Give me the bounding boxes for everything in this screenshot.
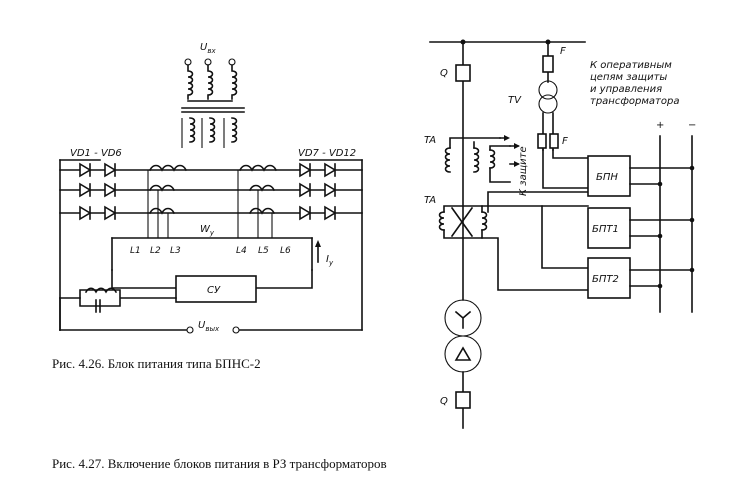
note-line-2: цепям защиты	[590, 72, 667, 83]
transformer-secondary-winding	[189, 117, 196, 143]
diode-right-row-3	[299, 205, 337, 221]
input-voltage-label: Uвх	[200, 42, 216, 55]
plus-label: +	[656, 120, 664, 131]
block-outputs	[629, 167, 693, 287]
inductor-l4	[238, 164, 278, 172]
note-line-1: К оперативным	[590, 60, 672, 71]
inductor-l3	[148, 207, 176, 215]
vt-winding-1	[538, 80, 558, 100]
filter-capacitor	[95, 299, 101, 313]
ct-2-winding	[438, 211, 445, 231]
diode-right-row-1	[299, 162, 337, 178]
su-label: СУ	[207, 285, 221, 296]
transformer-core	[181, 107, 245, 113]
inductor-l2	[148, 184, 176, 192]
breaker-q-bottom	[455, 391, 471, 409]
l4-label: L4	[236, 246, 247, 256]
note-line-4: трансформатора	[590, 96, 679, 107]
fuse-f1	[542, 55, 554, 73]
inductor-leads	[147, 170, 273, 238]
vt-to-bpn	[542, 149, 589, 189]
filter-inductor	[84, 287, 118, 294]
power-transformer-lv	[444, 335, 482, 373]
output-voltage-label: Uвых	[198, 320, 220, 333]
iy-label: Iy	[326, 254, 334, 267]
transformer-secondary-winding	[209, 117, 216, 143]
l2-label: L2	[150, 246, 161, 256]
transformer-secondary-winding	[231, 117, 238, 143]
ct-1-winding-b	[473, 147, 480, 173]
ct-2-winding-b	[481, 211, 488, 231]
ct-2-cross	[450, 206, 474, 238]
arrow-heads	[504, 135, 520, 167]
filter-loop	[79, 289, 177, 307]
ta2-label: TA	[424, 195, 436, 206]
transformer-primary-winding	[207, 64, 214, 100]
vt-winding-2	[538, 94, 558, 114]
diode-group-right-label: VD7 - VD12	[298, 148, 356, 159]
block-bpt2	[587, 257, 631, 299]
input-terminal	[184, 58, 192, 66]
input-terminal	[228, 58, 236, 66]
transformer-primary-winding	[231, 64, 238, 100]
control-winding-sides	[111, 237, 313, 271]
inductor-l1	[148, 164, 188, 172]
bpt1-label: БПТ1	[592, 224, 619, 235]
fuse-f2a	[537, 133, 547, 149]
minus-label: −	[688, 120, 696, 131]
wye-symbol	[454, 310, 472, 329]
input-terminal	[204, 58, 212, 66]
l3-label: L3	[170, 246, 181, 256]
ct-protection-arrows	[499, 137, 519, 165]
note-line-3: и управления	[590, 84, 662, 95]
q-top-label: Q	[440, 68, 448, 79]
figure-4-27-caption: Рис. 4.27. Включение блоков питания в РЗ…	[52, 456, 387, 471]
ct-to-bpt2	[541, 205, 589, 269]
transformer-primary-winding	[187, 64, 194, 100]
inductor-l5	[248, 184, 276, 192]
ct-1-winding	[444, 147, 451, 173]
iy-arrow-head	[315, 240, 321, 247]
diode-group-left-label: VD1 - VD6	[70, 148, 122, 159]
fuse-f2b	[549, 133, 559, 149]
tv-label: TV	[508, 95, 522, 106]
l6-label: L6	[280, 246, 291, 256]
diode-left-row-3	[79, 205, 117, 221]
wy-label: Wy	[200, 224, 215, 237]
q-bottom-label: Q	[440, 396, 448, 407]
output-terminal	[232, 326, 240, 334]
ct-1-leads	[449, 137, 511, 183]
secondary-leads	[181, 118, 225, 148]
ct-2-to-bpn	[487, 191, 589, 213]
output-bus	[59, 297, 363, 331]
ct-2-frame	[443, 205, 483, 239]
breaker-q-top	[455, 64, 471, 82]
figure-4-27-schematic: Q F TV F К оперативным цепям защиты и уп…	[424, 39, 696, 429]
ct-2-to-blocks	[481, 205, 589, 291]
l1-label: L1	[130, 246, 141, 256]
block-bpt1	[587, 207, 631, 249]
su-block	[175, 275, 257, 303]
figure-4-26-schematic: Uвх VD1 - VD6 VD7 - VD12	[59, 42, 363, 334]
delta-symbol	[454, 346, 472, 361]
diode-left-row-2	[79, 182, 117, 198]
figure-4-26-caption: Рис. 4.26. Блок питания типа БПНС-2	[52, 356, 261, 371]
output-terminal	[186, 326, 194, 334]
f2-label: F	[562, 136, 568, 147]
f1-label: F	[560, 46, 566, 57]
to-protection-label: К защите	[518, 146, 529, 196]
ct-1-winding-c	[489, 149, 496, 169]
block-bpn	[587, 155, 631, 197]
diode-right-row-2	[299, 182, 337, 198]
ta1-label: TA	[424, 135, 436, 146]
diode-left-row-1	[79, 162, 117, 178]
dc-buses	[659, 135, 693, 313]
inductor-l6	[248, 207, 276, 215]
l5-label: L5	[258, 246, 269, 256]
bpn-label: БПН	[596, 172, 618, 183]
bpt2-label: БПТ2	[592, 274, 619, 285]
